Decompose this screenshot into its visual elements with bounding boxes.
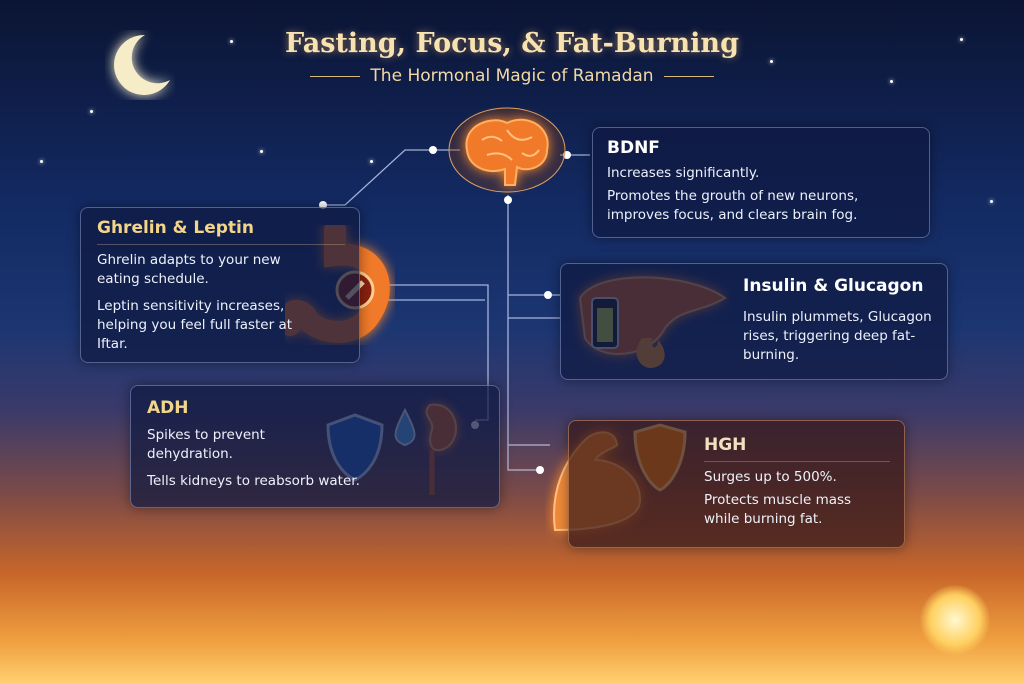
star <box>90 110 93 113</box>
card-text: Insulin plummets, Glucagon rises, trigge… <box>743 309 932 363</box>
ghrelin-leptin-card: Ghrelin & Leptin Ghrelin adapts to your … <box>80 207 360 363</box>
insulin-glucagon-card: Insulin & Glucagon Insulin plummets, Glu… <box>560 263 948 380</box>
page-subtitle: The Hormonal Magic of Ramadan <box>0 66 1024 86</box>
brain-icon <box>448 107 566 193</box>
star <box>770 60 773 63</box>
adh-card: ADH Spikes to prevent dehydration. Tells… <box>130 385 500 508</box>
insulin-glucagon-title: Insulin & Glucagon <box>743 276 924 296</box>
ghrelin-leptin-title: Ghrelin & Leptin <box>97 218 345 245</box>
sun-icon <box>920 585 990 655</box>
star <box>960 38 963 41</box>
card-text: Surges up to 500%. <box>704 469 837 485</box>
card-text: Tells kidneys to reabsorb water. <box>147 473 360 489</box>
card-text: Promotes the grouth of new neurons, impr… <box>607 188 859 223</box>
card-text: Increases significantly. <box>607 165 760 181</box>
star <box>990 200 993 203</box>
star <box>260 150 263 153</box>
bdnf-title: BDNF <box>607 138 660 158</box>
adh-title: ADH <box>147 398 189 418</box>
star <box>40 160 43 163</box>
card-text: Spikes to prevent dehydration. <box>147 427 265 462</box>
bdnf-card: BDNF Increases significantly. Promotes t… <box>592 127 930 238</box>
card-text: Leptin sensitivity increases, helping yo… <box>97 298 293 352</box>
page-title: Fasting, Focus, & Fat-Burning <box>285 28 739 59</box>
star <box>370 160 373 163</box>
card-text: Ghrelin adapts to your new eating schedu… <box>97 252 281 287</box>
star <box>230 40 233 43</box>
hgh-title: HGH <box>704 435 890 462</box>
card-text: Protects muscle mass while burning fat. <box>704 492 852 527</box>
hgh-card: HGH Surges up to 500%. Protects muscle m… <box>568 420 905 548</box>
